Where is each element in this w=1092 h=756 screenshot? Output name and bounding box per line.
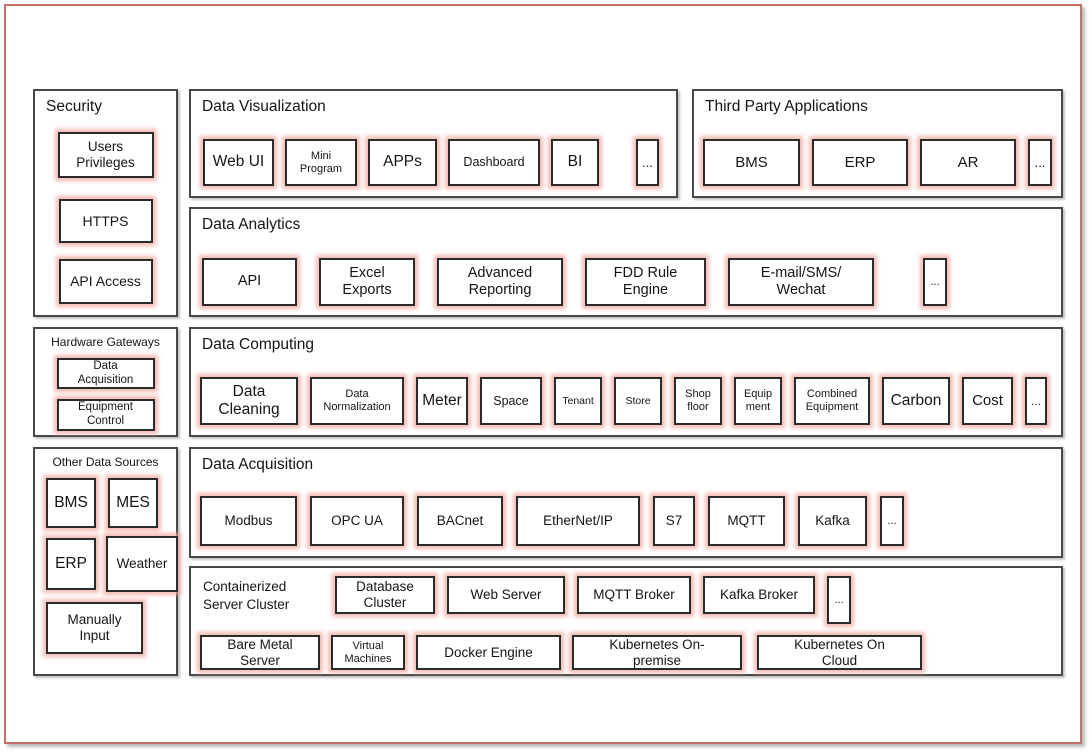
- box-bms-source: BMS: [46, 478, 96, 528]
- box-ellipsis: ...: [880, 496, 904, 546]
- data-computing-items: Data Cleaning Data Normalization Meter S…: [191, 377, 1061, 425]
- third-party-items: BMS ERP AR ...: [694, 139, 1061, 186]
- box-excel-exports: Excel Exports: [319, 258, 415, 306]
- box-kubernetes-on-premise: Kubernetes On-premise: [572, 635, 742, 670]
- panel-data-visualization: Data Visualization Web UI Mini Program A…: [189, 89, 678, 198]
- box-carbon: Carbon: [882, 377, 950, 425]
- box-combined-equipment: Combined Equipment: [794, 377, 870, 425]
- box-store: Store: [614, 377, 662, 425]
- box-shop-floor: Shop floor: [674, 377, 722, 425]
- panel-data-computing: Data Computing Data Cleaning Data Normal…: [189, 327, 1063, 437]
- box-ellipsis: ...: [1028, 139, 1052, 186]
- data-acquisition-items: Modbus OPC UA BACnet EtherNet/IP S7 MQTT…: [191, 496, 1061, 546]
- box-cost: Cost: [962, 377, 1013, 425]
- box-virtual-machines: Virtual Machines: [331, 635, 405, 670]
- server-cluster-row-2: Bare Metal Server Virtual Machines Docke…: [191, 635, 1061, 670]
- panel-third-party-applications: Third Party Applications BMS ERP AR ...: [692, 89, 1063, 198]
- box-web-ui: Web UI: [203, 139, 274, 186]
- panel-title: Data Acquisition: [202, 456, 314, 473]
- panel-title: Third Party Applications: [705, 98, 868, 115]
- panel-title: Other Data Sources: [52, 455, 159, 469]
- box-erp: ERP: [812, 139, 908, 186]
- box-email-sms-wechat: E-mail/SMS/ Wechat: [728, 258, 874, 306]
- other-sources-row-2: ERP Weather: [35, 536, 178, 592]
- box-docker-engine: Docker Engine: [416, 635, 561, 670]
- box-tenant: Tenant: [554, 377, 602, 425]
- box-erp-source: ERP: [46, 538, 96, 590]
- hardware-gateways-items: Data Acquisition Equipment Control: [35, 349, 176, 431]
- box-meter: Meter: [416, 377, 468, 425]
- panel-title: Data Visualization: [202, 98, 326, 115]
- panel-server-cluster: Containerized Server Cluster Database Cl…: [189, 566, 1063, 676]
- box-s7: S7: [653, 496, 695, 546]
- panel-title: Containerized Server Cluster: [203, 579, 290, 613]
- box-mqtt-broker: MQTT Broker: [577, 576, 691, 614]
- box-apps: APPs: [368, 139, 437, 186]
- box-bi: BI: [551, 139, 599, 186]
- box-data-cleaning: Data Cleaning: [200, 377, 298, 425]
- box-data-normalization: Data Normalization: [310, 377, 404, 425]
- other-sources-row-3: Manually Input: [35, 602, 176, 654]
- box-data-acquisition-gw: Data Acquisition: [56, 358, 155, 389]
- panel-title: Security: [46, 98, 102, 115]
- box-api: API: [202, 258, 297, 306]
- box-bacnet: BACnet: [417, 496, 503, 546]
- box-space: Space: [480, 377, 542, 425]
- box-opc-ua: OPC UA: [310, 496, 404, 546]
- panel-security: Security Users Privileges HTTPS API Acce…: [33, 89, 178, 317]
- box-api-access: API Access: [58, 259, 153, 304]
- box-weather-source: Weather: [106, 536, 178, 592]
- box-mes-source: MES: [108, 478, 158, 528]
- box-fdd-rule-engine: FDD Rule Engine: [585, 258, 706, 306]
- box-users-privileges: Users Privileges: [57, 132, 154, 178]
- data-analytics-items: API Excel Exports Advanced Reporting FDD…: [191, 258, 1061, 306]
- box-ellipsis: ...: [923, 258, 947, 306]
- box-ar: AR: [920, 139, 1016, 186]
- box-ellipsis: ...: [827, 576, 851, 624]
- box-manually-input: Manually Input: [46, 602, 143, 654]
- box-database-cluster: Database Cluster: [335, 576, 435, 614]
- box-kubernetes-on-cloud: Kubernetes On Cloud: [757, 635, 922, 670]
- box-ellipsis: ...: [1025, 377, 1047, 425]
- box-bare-metal-server: Bare Metal Server: [200, 635, 320, 670]
- box-https: HTTPS: [58, 199, 153, 243]
- panel-data-analytics: Data Analytics API Excel Exports Advance…: [189, 207, 1063, 317]
- box-kafka-broker: Kafka Broker: [703, 576, 815, 614]
- panel-title: Data Computing: [202, 336, 315, 353]
- box-mqtt: MQTT: [708, 496, 785, 546]
- box-bms: BMS: [703, 139, 800, 186]
- server-cluster-row-1: Containerized Server Cluster Database Cl…: [191, 576, 1061, 624]
- security-items: Users Privileges HTTPS API Access: [35, 116, 176, 304]
- box-kafka: Kafka: [798, 496, 867, 546]
- box-equipment-control: Equipment Control: [56, 399, 155, 431]
- box-modbus: Modbus: [200, 496, 297, 546]
- box-mini-program: Mini Program: [285, 139, 357, 186]
- box-equipment: Equip ment: [734, 377, 782, 425]
- panel-other-data-sources: Other Data Sources BMS MES ERP Weather M…: [33, 447, 178, 676]
- box-dashboard: Dashboard: [448, 139, 540, 186]
- box-ellipsis: ...: [636, 139, 659, 186]
- panel-title: Data Analytics: [202, 216, 301, 233]
- box-web-server: Web Server: [447, 576, 565, 614]
- box-ethernet-ip: EtherNet/IP: [516, 496, 640, 546]
- box-advanced-reporting: Advanced Reporting: [437, 258, 563, 306]
- panel-title: Hardware Gateways: [51, 335, 160, 349]
- panel-data-acquisition: Data Acquisition Modbus OPC UA BACnet Et…: [189, 447, 1063, 558]
- panel-hardware-gateways: Hardware Gateways Data Acquisition Equip…: [33, 327, 178, 437]
- other-sources-row-1: BMS MES: [35, 478, 176, 528]
- data-visualization-items: Web UI Mini Program APPs Dashboard BI ..…: [191, 139, 676, 186]
